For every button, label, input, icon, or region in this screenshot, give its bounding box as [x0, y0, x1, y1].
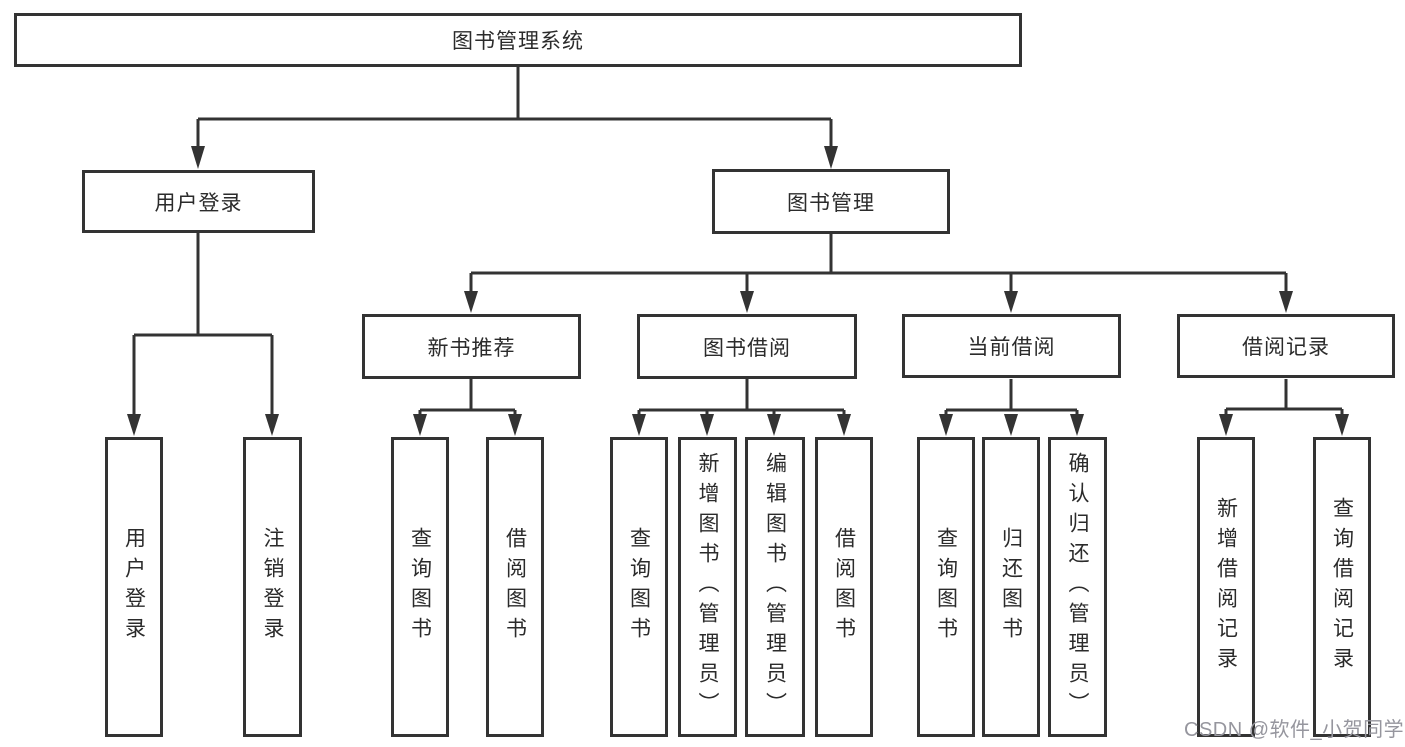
- csdn-watermark: CSDN @软件_小贺同学: [1184, 719, 1405, 741]
- connector-user-login-group: [127, 233, 279, 436]
- leaf-query-borrow-record: 查询借阅记录: [1313, 437, 1371, 737]
- leaf-label: 借阅图书: [503, 527, 527, 647]
- node-label: 借阅记录: [1242, 336, 1330, 359]
- leaf-label: 新增借阅记录: [1214, 497, 1238, 677]
- leaf-label: 查询图书: [408, 527, 432, 647]
- leaf-label: 归还图书: [999, 527, 1023, 647]
- connector-root-to-level1: [191, 67, 838, 169]
- leaf-label: 借阅图书: [832, 527, 856, 647]
- leaf-label: 新增图书（管理员）: [696, 452, 719, 722]
- node-book-borrowing: 图书借阅: [637, 314, 857, 379]
- node-label: 新书推荐: [427, 336, 516, 360]
- leaf-label: 查询借阅记录: [1330, 497, 1354, 677]
- node-new-book-recommendation: 新书推荐: [362, 314, 581, 379]
- leaf-edit-books-admin: 编辑图书（管理员）: [745, 437, 805, 737]
- leaf-return-books: 归还图书: [982, 437, 1040, 737]
- leaf-query-books-2: 查询图书: [610, 437, 668, 737]
- leaf-query-books-3: 查询图书: [917, 437, 975, 737]
- leaf-label: 确认归还（管理员）: [1066, 452, 1089, 722]
- node-borrowing-records: 借阅记录: [1177, 314, 1395, 378]
- leaf-logout: 注销登录: [243, 437, 302, 737]
- node-label: 用户登录: [154, 191, 243, 215]
- node-label: 图书管理系统: [452, 30, 584, 53]
- leaf-add-books-admin: 新增图书（管理员）: [678, 437, 737, 737]
- leaf-label: 编辑图书（管理员）: [763, 452, 787, 722]
- connector-borrow-records-group: [1219, 379, 1349, 436]
- leaf-query-books-1: 查询图书: [391, 437, 449, 737]
- node-label: 当前借阅: [967, 336, 1056, 359]
- leaf-user-login: 用户登录: [105, 437, 163, 737]
- leaf-label: 查询图书: [627, 527, 651, 647]
- node-book-management: 图书管理: [712, 169, 950, 234]
- leaf-label: 注销登录: [261, 527, 284, 647]
- node-current-borrowing: 当前借阅: [902, 314, 1121, 378]
- leaf-label: 查询图书: [934, 527, 958, 647]
- node-label: 图书管理: [787, 191, 875, 215]
- node-library-management-system: 图书管理系统: [14, 13, 1022, 67]
- connector-book-borrow-group: [632, 379, 851, 436]
- leaf-add-borrow-record: 新增借阅记录: [1197, 437, 1255, 737]
- leaf-borrow-books-1: 借阅图书: [486, 437, 544, 737]
- connector-book-management-to-level2: [464, 234, 1293, 313]
- leaf-borrow-books-2: 借阅图书: [815, 437, 873, 737]
- connector-current-borrow-group: [939, 379, 1084, 436]
- leaf-confirm-return-admin: 确认归还（管理员）: [1048, 437, 1107, 737]
- node-user-login: 用户登录: [82, 170, 315, 233]
- node-label: 图书借阅: [703, 336, 791, 360]
- connector-new-book-group: [413, 379, 522, 436]
- leaf-label: 用户登录: [122, 527, 146, 647]
